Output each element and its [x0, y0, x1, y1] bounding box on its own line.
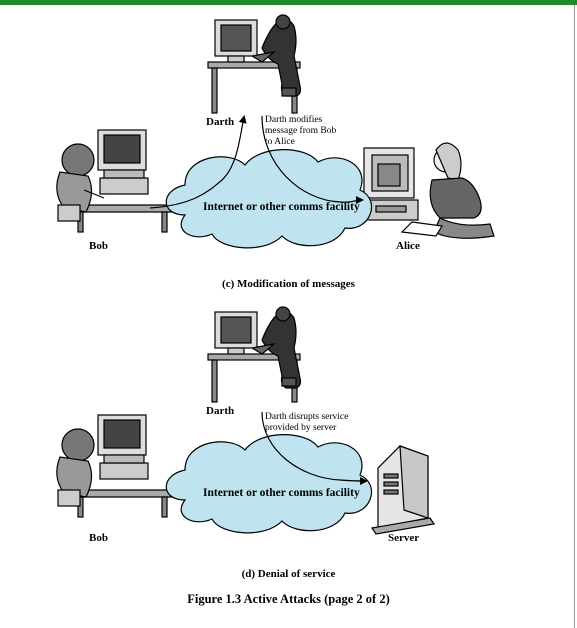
accent-bar	[0, 0, 577, 5]
bob-label-d: Bob	[89, 532, 108, 544]
bob-label-c: Bob	[89, 240, 108, 252]
caption-c: (c) Modification of messages	[222, 278, 355, 290]
darth-label-c: Darth	[206, 116, 235, 128]
darth-label-d: Darth	[206, 405, 235, 417]
caption-d: (d) Denial of service	[241, 568, 336, 580]
page-edge-line	[574, 5, 575, 628]
darth-computer-illustration-d	[207, 306, 302, 403]
alice-computer-illustration	[361, 142, 495, 239]
server-label: Server	[388, 532, 420, 544]
darth-to-alice-arrow-c	[261, 115, 364, 205]
server-illustration	[370, 445, 436, 535]
cloud-label-d: Internet or other comms facility	[203, 487, 360, 499]
darth-computer-illustration-c	[207, 14, 302, 114]
bob-to-darth-arrow-c	[149, 115, 247, 209]
darth-to-server-arrow-d	[261, 411, 368, 485]
darth-note-c: Darth modifies message from Bob to Alice	[265, 115, 337, 147]
darth-note-d: Darth disrupts service provided by serve…	[265, 412, 349, 433]
network-cloud-c	[165, 149, 373, 249]
bob-computer-illustration-c	[56, 129, 178, 233]
figure-caption: Figure 1.3 Active Attacks (page 2 of 2)	[187, 592, 390, 606]
bob-computer-illustration-d	[56, 414, 178, 518]
alice-label: Alice	[396, 240, 420, 252]
network-cloud-d	[165, 434, 373, 534]
cloud-label-c: Internet or other comms facility	[203, 201, 360, 213]
